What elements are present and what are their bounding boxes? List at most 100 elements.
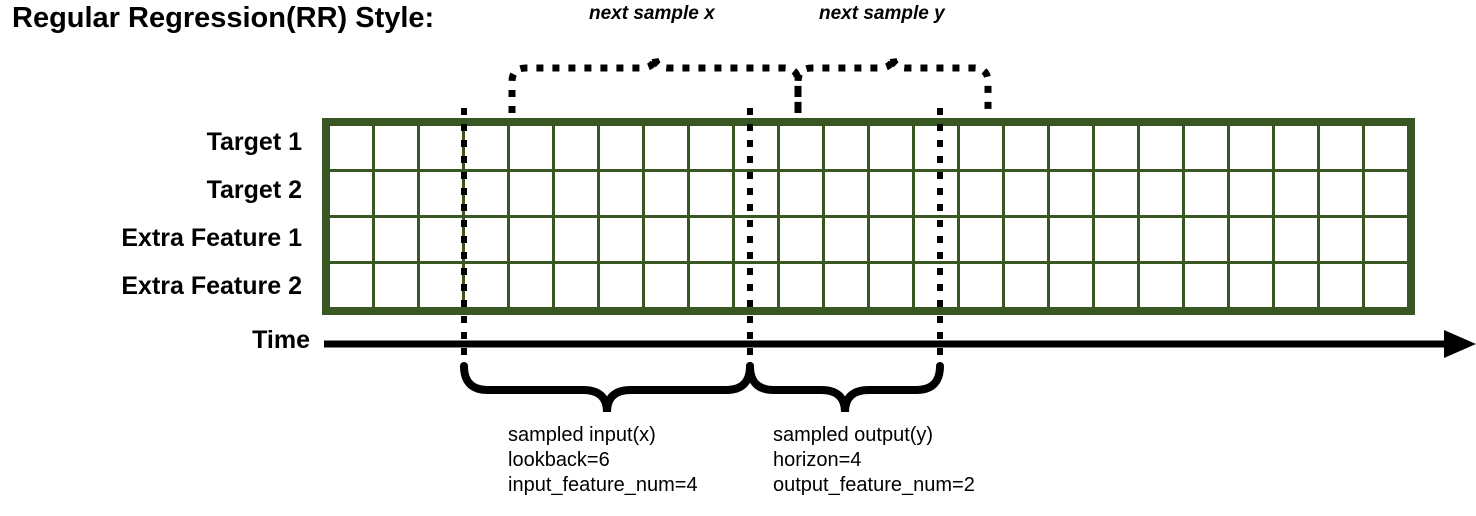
grid-cell: [777, 261, 825, 310]
grid-cell: [1002, 123, 1050, 172]
grid-cell: [777, 169, 825, 218]
grid-cell: [1047, 215, 1095, 264]
grid-cell: [867, 261, 915, 310]
grid-cell: [417, 169, 465, 218]
grid-cell: [327, 123, 375, 172]
next-sample-y-label: next sample y: [819, 3, 945, 24]
grid-cell: [417, 261, 465, 310]
grid-cell: [327, 215, 375, 264]
caption-input-feature-num: input_feature_num=4: [508, 474, 698, 496]
grid-cell: [1317, 123, 1365, 172]
grid-cell: [597, 215, 645, 264]
grid-cell: [732, 123, 780, 172]
grid-cell: [957, 169, 1005, 218]
grid-cell: [1047, 169, 1095, 218]
grid-cell: [1137, 169, 1185, 218]
time-axis-label: Time: [252, 326, 310, 354]
grid-row-extra-feature-1: [327, 215, 1410, 264]
grid-cell: [1182, 169, 1230, 218]
grid-cell: [507, 261, 555, 310]
grid-cell: [1362, 215, 1410, 264]
grid-cell: [642, 261, 690, 310]
time-arrow-icon: [324, 330, 1476, 358]
grid-cell: [912, 169, 960, 218]
grid-cell: [1272, 169, 1320, 218]
grid-cell: [552, 169, 600, 218]
caption-input-title: sampled input(x): [508, 424, 656, 446]
grid-cell: [687, 123, 735, 172]
timeseries-grid-table: [327, 123, 1410, 310]
grid-cell: [462, 215, 510, 264]
grid-cell: [1182, 261, 1230, 310]
caption-input-lookback: lookback=6: [508, 449, 610, 471]
grid-cell: [462, 123, 510, 172]
row-label-extra-feature-1: Extra Feature 1: [121, 224, 302, 252]
grid-cell: [822, 169, 870, 218]
grid-cell: [867, 123, 915, 172]
caption-sampled-output: sampled output(y) horizon=4 output_featu…: [773, 423, 975, 498]
grid-cell: [1272, 123, 1320, 172]
grid-cell: [957, 123, 1005, 172]
caption-output-horizon: horizon=4: [773, 449, 862, 471]
caption-sampled-input: sampled input(x) lookback=6 input_featur…: [508, 423, 698, 498]
brace-sampled-output: [746, 362, 944, 413]
grid-cell: [552, 261, 600, 310]
grid-cell: [1272, 261, 1320, 310]
grid-row-target-2: [327, 169, 1410, 218]
grid-cell: [417, 215, 465, 264]
grid-cell: [1272, 215, 1320, 264]
row-label-extra-feature-2: Extra Feature 2: [121, 272, 302, 300]
grid-cell: [597, 261, 645, 310]
grid-cell: [1092, 215, 1140, 264]
grid-cell: [1002, 215, 1050, 264]
grid-cell: [1227, 123, 1275, 172]
grid-cell: [687, 261, 735, 310]
grid-cell: [462, 169, 510, 218]
grid-cell: [417, 123, 465, 172]
grid-cell: [1092, 261, 1140, 310]
grid-cell: [1137, 215, 1185, 264]
grid-cell: [1362, 261, 1410, 310]
grid-cell: [597, 123, 645, 172]
grid-cell: [1317, 169, 1365, 218]
grid-cell: [327, 169, 375, 218]
grid-cell: [732, 169, 780, 218]
grid-cell: [777, 215, 825, 264]
grid-cell: [1317, 261, 1365, 310]
grid-cell: [372, 261, 420, 310]
grid-cell: [1227, 169, 1275, 218]
grid-cell: [777, 123, 825, 172]
grid-cell: [732, 261, 780, 310]
grid-cell: [642, 123, 690, 172]
grid-cell: [912, 261, 960, 310]
grid-cell: [462, 261, 510, 310]
grid-cell: [1182, 215, 1230, 264]
caption-output-feature-num: output_feature_num=2: [773, 474, 975, 496]
grid-cell: [552, 215, 600, 264]
grid-cell: [1137, 261, 1185, 310]
grid-cell: [642, 169, 690, 218]
grid-cell: [1227, 261, 1275, 310]
grid-cell: [552, 123, 600, 172]
grid-cell: [372, 215, 420, 264]
grid-cell: [1137, 123, 1185, 172]
grid-cell: [1362, 123, 1410, 172]
grid-cell: [687, 169, 735, 218]
grid-cell: [912, 123, 960, 172]
page-title: Regular Regression(RR) Style:: [12, 2, 435, 34]
brace-next-sample-y: [794, 55, 992, 113]
grid-cell: [822, 215, 870, 264]
grid-cell: [867, 169, 915, 218]
grid-cell: [1362, 169, 1410, 218]
grid-cell: [642, 215, 690, 264]
grid-cell: [372, 123, 420, 172]
grid-cell: [687, 215, 735, 264]
grid-cell: [372, 169, 420, 218]
grid-cell: [957, 261, 1005, 310]
grid-cell: [1317, 215, 1365, 264]
grid-cell: [822, 123, 870, 172]
grid-cell: [1182, 123, 1230, 172]
grid-cell: [507, 123, 555, 172]
grid-cell: [1002, 261, 1050, 310]
